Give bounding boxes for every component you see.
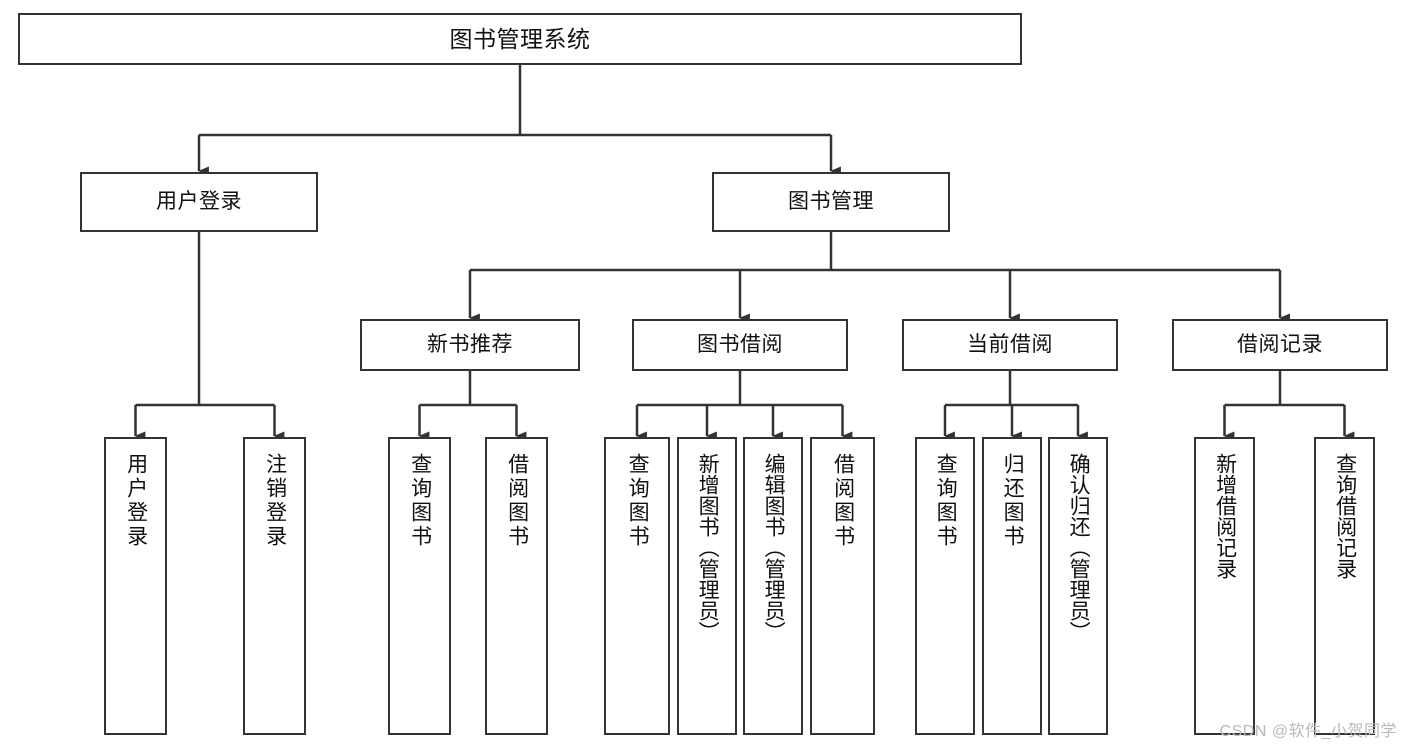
node-leaf-edit-book[interactable]: 编辑图书（管理员） xyxy=(743,437,803,735)
node-label: 借阅记录 xyxy=(1237,332,1323,356)
node-leaf-query-book-1[interactable]: 查询图书 xyxy=(388,437,451,735)
node-label: 借阅图书 xyxy=(831,453,855,549)
node-book-manage[interactable]: 图书管理 xyxy=(712,172,950,232)
node-label: 注销登录 xyxy=(263,453,287,549)
node-label: 当前借阅 xyxy=(967,332,1053,356)
node-label: 确认归还（管理员） xyxy=(1067,453,1091,642)
node-leaf-add-book[interactable]: 新增图书（管理员） xyxy=(677,437,737,735)
node-leaf-borrow-book-1[interactable]: 借阅图书 xyxy=(485,437,548,735)
node-label: 借阅图书 xyxy=(505,453,529,549)
node-user-login[interactable]: 用户登录 xyxy=(80,172,318,232)
node-leaf-confirm-return[interactable]: 确认归还（管理员） xyxy=(1048,437,1108,735)
node-leaf-query-record[interactable]: 查询借阅记录 xyxy=(1314,437,1375,735)
node-leaf-user-login[interactable]: 用户登录 xyxy=(104,437,167,735)
node-label: 图书管理 xyxy=(788,189,874,213)
node-label: 新增图书（管理员） xyxy=(696,453,720,642)
node-current-borrow[interactable]: 当前借阅 xyxy=(902,319,1118,371)
node-label: 图书借阅 xyxy=(697,332,783,356)
node-leaf-add-record[interactable]: 新增借阅记录 xyxy=(1194,437,1255,735)
node-leaf-return-book[interactable]: 归还图书 xyxy=(982,437,1042,735)
node-leaf-borrow-book-2[interactable]: 借阅图书 xyxy=(810,437,875,735)
node-borrow-record[interactable]: 借阅记录 xyxy=(1172,319,1388,371)
node-leaf-user-logout[interactable]: 注销登录 xyxy=(243,437,306,735)
node-label: 用户登录 xyxy=(156,189,242,213)
node-label: 查询借阅记录 xyxy=(1333,453,1357,579)
node-label: 归还图书 xyxy=(1001,453,1025,549)
node-new-book-rec[interactable]: 新书推荐 xyxy=(360,319,580,371)
node-label: 查询图书 xyxy=(408,453,432,549)
node-label: 用户登录 xyxy=(124,453,148,549)
node-label: 新增借阅记录 xyxy=(1213,453,1237,579)
node-book-borrow[interactable]: 图书借阅 xyxy=(632,319,848,371)
node-label: 查询图书 xyxy=(934,453,958,549)
node-root[interactable]: 图书管理系统 xyxy=(18,13,1022,65)
node-label: 编辑图书（管理员） xyxy=(762,453,786,642)
node-leaf-query-book-2[interactable]: 查询图书 xyxy=(604,437,670,735)
node-label: 图书管理系统 xyxy=(449,25,591,52)
node-label: 新书推荐 xyxy=(427,332,513,356)
node-label: 查询图书 xyxy=(626,453,650,549)
node-leaf-query-book-3[interactable]: 查询图书 xyxy=(915,437,975,735)
